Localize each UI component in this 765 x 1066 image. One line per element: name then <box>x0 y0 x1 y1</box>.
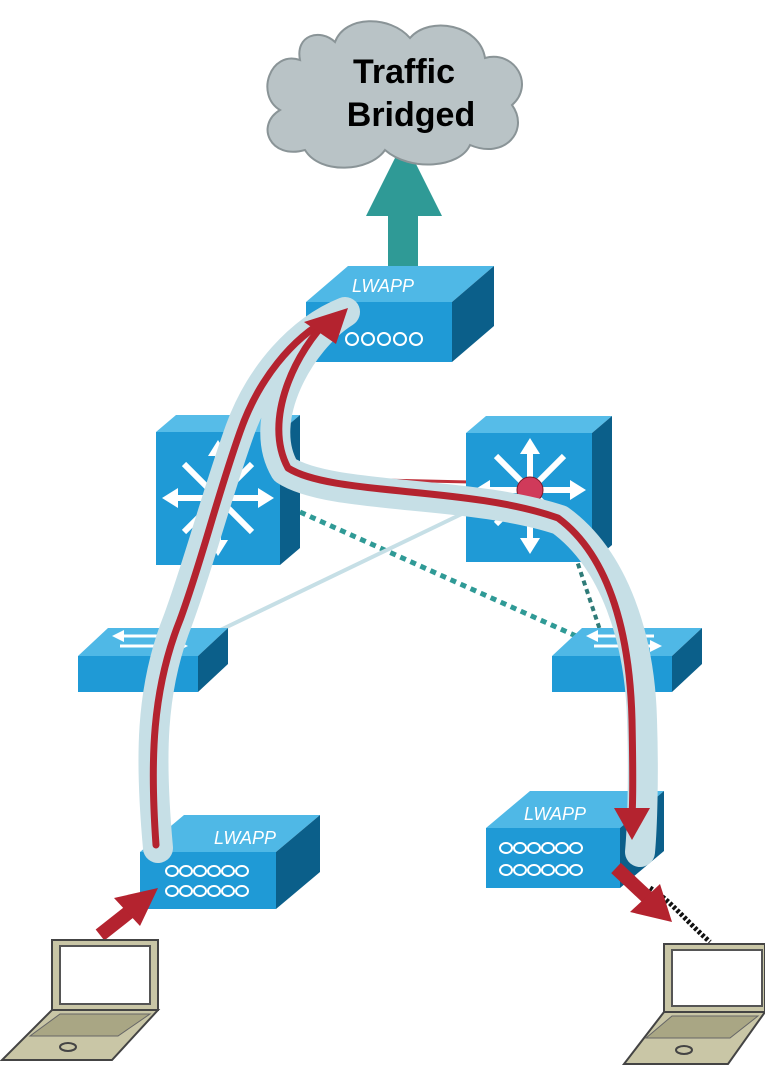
uplink-arrow-icon <box>366 140 442 272</box>
traffic-path-halo <box>138 297 658 867</box>
access-point-left-label: LWAPP <box>214 828 276 848</box>
traffic-path-red <box>149 314 334 849</box>
cloud-icon: Traffic Bridged <box>266 20 523 169</box>
laptop-left-icon <box>0 939 161 1061</box>
ingress-arrow-icon <box>95 888 158 941</box>
link-core-right-to-access-right <box>573 554 602 631</box>
link-core-left-to-access-right <box>298 509 587 643</box>
path-arrowhead-down-icon <box>614 808 650 840</box>
egress-arrow-icon <box>611 862 672 922</box>
link-core-right-to-access-left <box>209 508 471 637</box>
access-point-top-label: LWAPP <box>352 276 414 296</box>
cloud-label-line2: Bridged <box>347 96 475 134</box>
path-arrowhead-top-icon <box>304 308 348 344</box>
cloud-label-line1: Traffic <box>353 53 455 91</box>
traffic-path <box>138 297 658 867</box>
access-point-left: LWAPP <box>140 815 320 909</box>
laptop-right-icon <box>621 943 765 1065</box>
access-point-right-label: LWAPP <box>524 804 586 824</box>
traffic-path-red-return <box>275 314 637 819</box>
